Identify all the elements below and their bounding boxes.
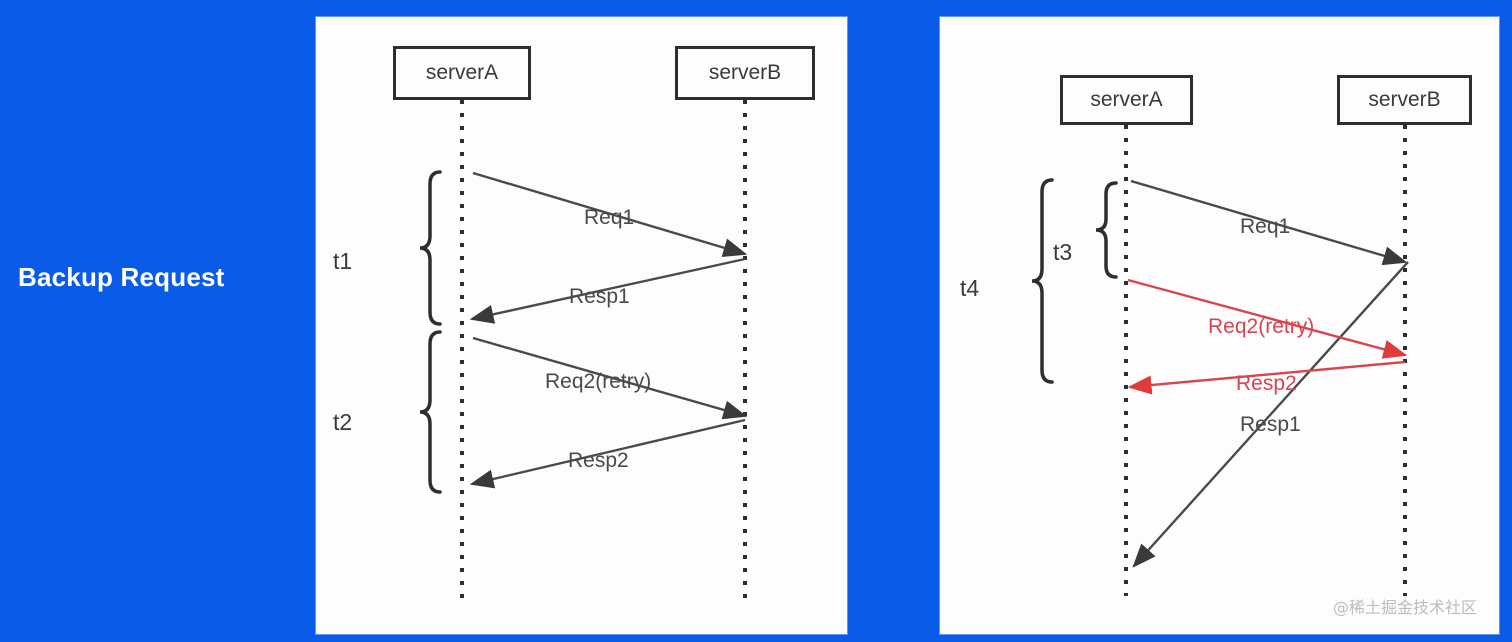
message-label-req2-retry: Req2(retry) [545,370,652,393]
node-serverB-label: serverB [1368,88,1441,111]
left-diagram-panel: serverA serverB t1 t2 Req1 Resp1 Req2(re… [316,17,847,634]
message-label-req1: Req1 [584,206,635,229]
right-diagram-panel: serverA serverB t3 t4 Req1 Req2(retry) R… [940,17,1499,634]
node-serverB[interactable]: serverB [675,46,815,100]
node-serverA[interactable]: serverA [1060,75,1193,125]
node-serverA-label: serverA [1090,88,1163,111]
brace-t4 [1031,178,1054,384]
brace-t1 [419,170,442,326]
message-arrow-req2 [472,336,748,420]
node-serverA[interactable]: serverA [393,46,531,100]
brace-label-t4: t4 [960,275,980,301]
message-arrow-req1 [472,171,748,258]
brace-label-t2: t2 [333,409,353,435]
page-title: Backup Request [18,262,225,292]
message-arrow-resp1 [469,257,746,324]
brace-label-t1: t1 [333,248,353,274]
left-diagram-svg [419,100,748,607]
brace-t2 [419,330,442,494]
message-arrow-resp1 [1132,261,1409,568]
message-label-req1: Req1 [1240,215,1291,238]
message-arrow-req1 [1130,179,1408,266]
message-arrow-resp2 [469,418,746,489]
message-arrow-req2-retry [1127,278,1408,359]
message-label-resp1: Resp1 [1240,413,1301,436]
right-diagram-svg [1031,125,1409,596]
message-label-resp2: Resp2 [568,449,629,472]
node-serverB[interactable]: serverB [1337,75,1472,125]
brace-label-t3: t3 [1053,239,1073,265]
node-serverA-label: serverA [425,61,499,84]
message-label-req2-retry: Req2(retry) [1208,315,1315,338]
message-arrow-resp2 [1127,360,1406,395]
message-label-resp1: Resp1 [569,285,630,308]
message-label-resp2: Resp2 [1236,372,1297,395]
node-serverB-label: serverB [708,61,782,84]
watermark: @稀土掘金技术社区 [1332,598,1477,617]
brace-t3 [1095,181,1118,279]
